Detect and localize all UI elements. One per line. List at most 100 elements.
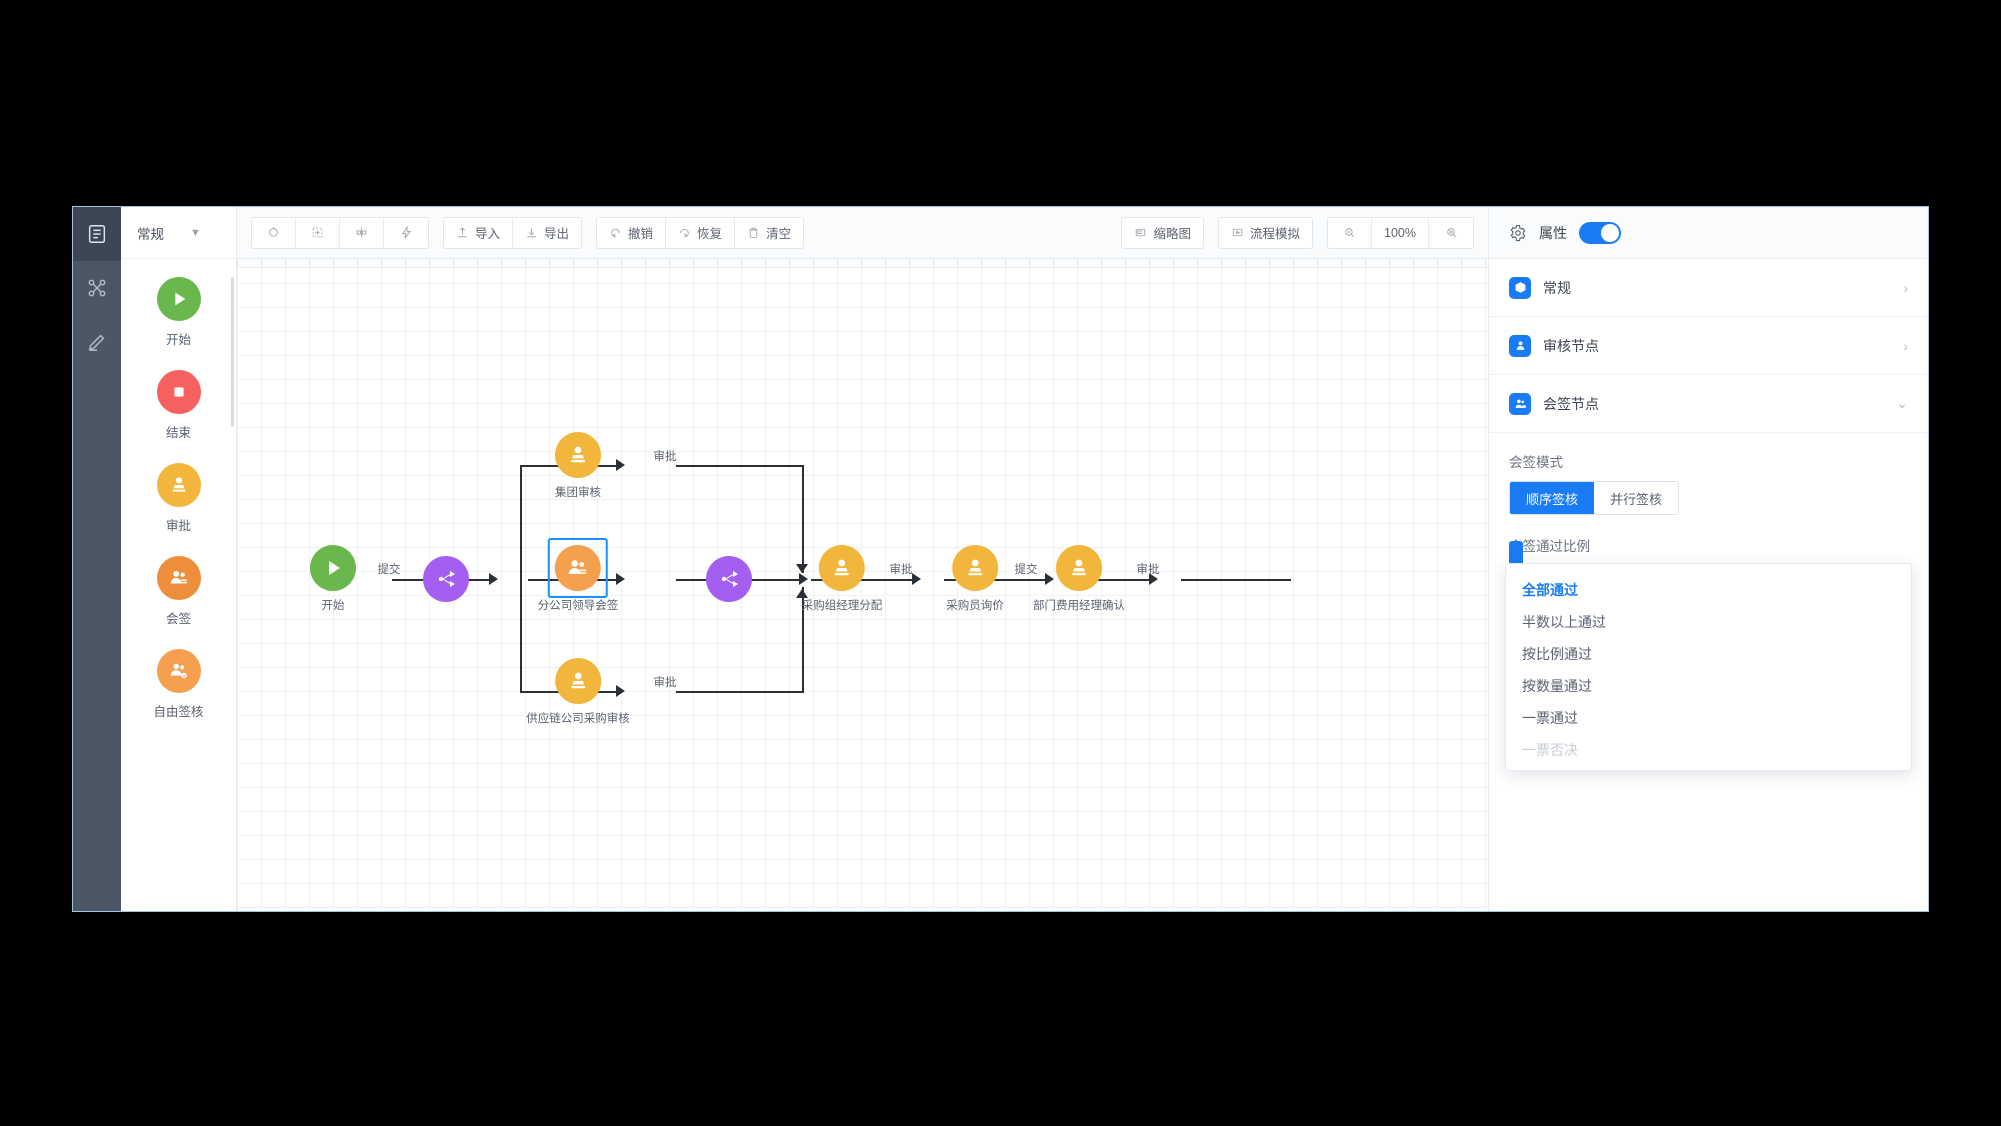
flow-node-gw1[interactable] (423, 556, 469, 602)
palette-item-会签[interactable]: 会签 (121, 556, 236, 627)
simulate-button[interactable]: 流程模拟 (1219, 217, 1313, 248)
palette-group-header[interactable]: 常规 ▼ (121, 207, 236, 259)
redo-button[interactable]: 恢复 (666, 217, 736, 248)
edge-gw2-pmgr (811, 579, 915, 581)
arrow-start-gw1 (489, 573, 498, 585)
mode-option-sequential[interactable]: 顺序签核 (1510, 482, 1595, 514)
dropdown-option-一票通过[interactable]: 一票通过 (1522, 710, 1578, 726)
palette-items: 开始结束审批会签自由签核 (121, 259, 236, 911)
chevron-right-icon: › (1903, 279, 1908, 296)
flow-node-gw2[interactable] (706, 556, 752, 602)
edge-supply-right (676, 691, 804, 693)
arrow-group-gw2 (796, 564, 808, 573)
group-button[interactable] (252, 217, 296, 248)
section-review-node[interactable]: 审核节点 › (1489, 317, 1928, 375)
arrow-gw1-supply (616, 685, 625, 697)
section-general[interactable]: 常规 › (1489, 259, 1928, 317)
toolbar-io-group: 导入 导出 (443, 216, 583, 249)
arrow-gw1-group (616, 459, 625, 471)
flow-node-label: 供应链公司采购审核 (526, 713, 630, 725)
palette-item-开始[interactable]: 开始 (121, 277, 236, 348)
edge-pmgr-buyer (944, 579, 1048, 581)
flow-node-start[interactable]: 开始 (310, 545, 356, 613)
left-rail (73, 207, 121, 911)
flow-node-group[interactable]: 集团审核 (555, 432, 601, 500)
gateway-icon (706, 556, 752, 602)
rail-item-document[interactable] (73, 207, 121, 261)
flow-node-buyer[interactable]: 采购员询价 (946, 545, 1004, 613)
toolbar-thumbnail-group: 缩略图 (1121, 216, 1204, 249)
section-countersign-node[interactable]: 会签节点 ⌄ (1489, 375, 1928, 433)
dropdown-option-按比例通过[interactable]: 按比例通过 (1522, 646, 1592, 662)
dropdown-option-半数以上通过[interactable]: 半数以上通过 (1522, 614, 1606, 630)
rail-item-process[interactable] (73, 261, 121, 315)
clear-button[interactable]: 清空 (735, 217, 804, 248)
play-icon (310, 545, 356, 591)
gateway-icon (423, 556, 469, 602)
redo-label: 恢复 (697, 227, 723, 241)
arrow-buyer-deptmgr (1149, 573, 1158, 585)
thumbnail-icon (1136, 228, 1146, 237)
arrow-supply-gw2 (796, 589, 808, 598)
ratio-label: 会签通过比例 (1509, 539, 1590, 554)
thumbnail-label: 缩略图 (1153, 227, 1191, 241)
dropdown-option-按数量通过[interactable]: 按数量通过 (1522, 678, 1592, 694)
import-label: 导入 (475, 227, 501, 241)
align-icon (356, 227, 367, 238)
arrow-gw2-pmgr (912, 573, 921, 585)
chevron-down-icon: ⌄ (1896, 395, 1908, 411)
approve-icon (1056, 545, 1102, 591)
align-button[interactable] (340, 217, 384, 248)
export-button[interactable]: 导出 (513, 217, 582, 248)
properties-toggle[interactable] (1579, 221, 1621, 244)
auto-layout-button[interactable] (384, 217, 428, 248)
undo-icon (611, 228, 620, 238)
canvas-column: 导入 导出 撤销 恢复 清空 (237, 207, 1488, 911)
flow-node-supply[interactable]: 供应链公司采购审核 (526, 658, 630, 726)
flow-canvas[interactable]: 开始 集团审核分公司领导会签供应链公司采购审核 采购组经理分配 采购员询价部门费用经理… (237, 259, 1488, 911)
node-palette: 常规 ▼ 开始结束审批会签自由签核 (121, 207, 237, 911)
ratio-dropdown-menu: 全部通过半数以上通过按比例通过按数量通过一票通过一票否决 (1505, 563, 1912, 771)
palette-item-label: 自由签核 (153, 705, 204, 719)
palette-item-结束[interactable]: 结束 (121, 370, 236, 441)
hidden-field-1[interactable] (1509, 541, 1523, 567)
palette-item-自由签核[interactable]: 自由签核 (121, 649, 236, 720)
approve-icon (819, 545, 865, 591)
document-icon (88, 225, 106, 243)
approve-icon (555, 658, 601, 704)
edge-gw1-down (520, 579, 522, 692)
import-button[interactable]: 导入 (444, 217, 514, 248)
select-all-button[interactable] (296, 217, 340, 248)
palette-scrollbar[interactable] (231, 277, 234, 427)
canvas-ruler (237, 259, 1488, 268)
dropdown-option-一票否决[interactable]: 一票否决 (1522, 742, 1578, 758)
flow-node-pmgr[interactable]: 采购组经理分配 (802, 545, 882, 613)
thumbnail-button[interactable]: 缩略图 (1122, 217, 1203, 248)
play-icon (156, 277, 201, 321)
flow-node-deptmgr[interactable]: 部门费用经理确认 (1033, 545, 1125, 613)
auto-layout-icon (401, 226, 411, 239)
zoom-out-button[interactable] (1328, 217, 1373, 248)
export-label: 导出 (544, 227, 570, 241)
flow-designer-window: 常规 ▼ 开始结束审批会签自由签核 (72, 206, 1929, 912)
flow-node-branch[interactable]: 分公司领导会签 (538, 538, 618, 613)
rail-item-pen[interactable] (73, 315, 121, 369)
toolbar-simulate-group: 流程模拟 (1218, 216, 1314, 249)
zoom-in-icon (1446, 228, 1456, 238)
mode-option-parallel[interactable]: 并行签核 (1594, 482, 1679, 514)
user-icon (1509, 334, 1531, 357)
zoom-value[interactable]: 100% (1372, 217, 1429, 248)
palette-item-审批[interactable]: 审批 (121, 463, 236, 534)
zoom-in-button[interactable] (1429, 217, 1473, 248)
edge-group-down (802, 465, 804, 573)
flow-node-label: 部门费用经理确认 (1033, 600, 1125, 612)
countersign-icon (156, 556, 201, 600)
edge-label: 审批 (1136, 564, 1160, 576)
toggle-knob (1601, 223, 1619, 242)
section-review-node-label: 审核节点 (1543, 337, 1599, 354)
section-countersign-node-label: 会签节点 (1543, 395, 1599, 412)
free-sign-icon (156, 649, 201, 693)
approve-icon (156, 463, 201, 507)
undo-button[interactable]: 撤销 (597, 217, 667, 248)
dropdown-option-全部通过[interactable]: 全部通过 (1522, 582, 1578, 598)
